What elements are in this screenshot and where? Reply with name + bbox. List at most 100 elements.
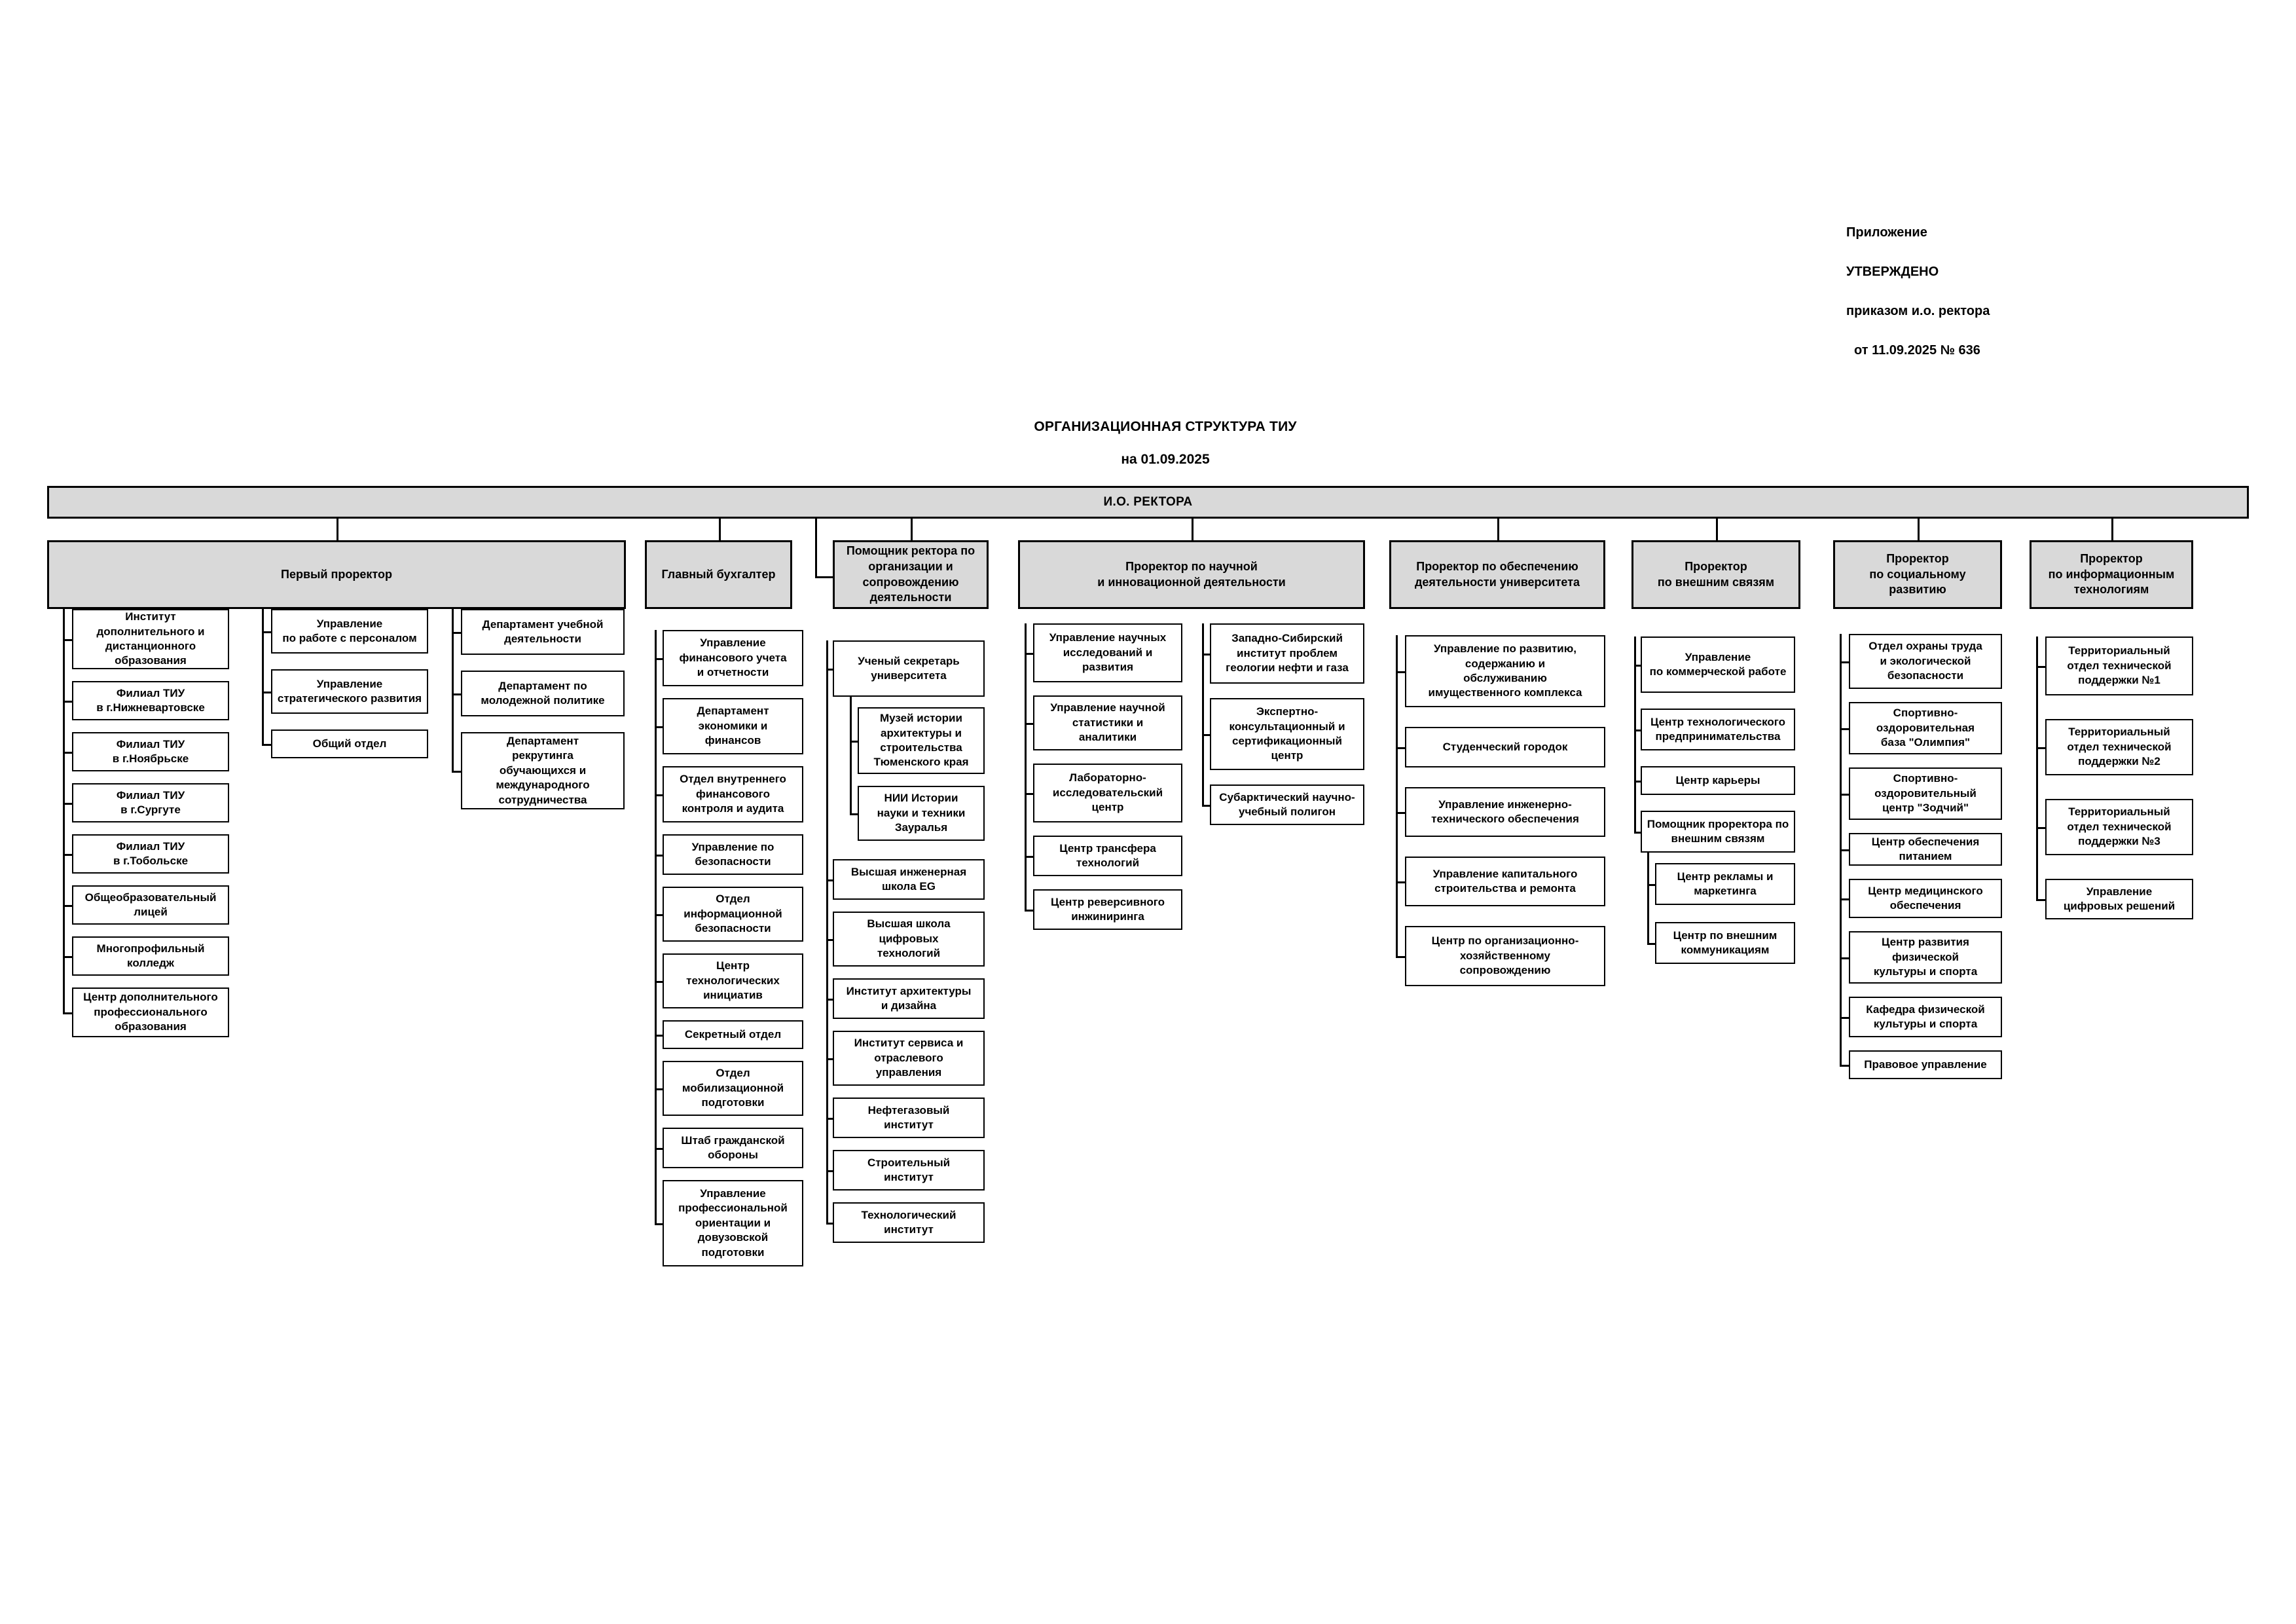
chief-accountant-elbow-2 (655, 794, 663, 796)
social-item-1[interactable]: Спортивно- оздоровительная база "Олимпия… (1849, 702, 2002, 754)
operations-item-0[interactable]: Управление по развитию, содержанию и обс… (1405, 635, 1605, 707)
chief-accountant-item-8[interactable]: Штаб гражданской обороны (663, 1128, 803, 1168)
science-group-b-item-2[interactable]: Субарктический научно- учебный полигон (1210, 784, 1364, 825)
science-group-a-item-0[interactable]: Управление научных исследований и развит… (1033, 623, 1182, 682)
social-item-7[interactable]: Правовое управление (1849, 1050, 2002, 1079)
rector-assistant-item-0[interactable]: Ученый секретарь университета (833, 640, 985, 697)
first-prorector-group-c-elbow-0 (452, 632, 461, 634)
operations-item-3[interactable]: Управление капитального строительства и … (1405, 857, 1605, 906)
science-group-a-item-4[interactable]: Центр реверсивного инжиниринга (1033, 889, 1182, 930)
social-item-0[interactable]: Отдел охраны труда и экологической безоп… (1849, 634, 2002, 689)
rector-assistant-elbow-6 (826, 1170, 833, 1172)
header-box-external-prorector[interactable]: Проректор по внешним связям (1631, 540, 1800, 609)
chief-accountant-item-4[interactable]: Отдел информационной безопасности (663, 887, 803, 942)
chief-accountant-item-5[interactable]: Центр технологических инициатив (663, 953, 803, 1008)
first-prorector-group-c-item-0[interactable]: Департамент учебной деятельности (461, 609, 625, 655)
box-label: Центр дополнительного профессионального … (83, 991, 218, 1033)
first-prorector-group-a-item-0[interactable]: Институт дополнительного и дистанционног… (72, 609, 229, 669)
connector-root-to-rector-assistant-2 (815, 519, 817, 576)
external-item-0[interactable]: Управление по коммерческой работе (1641, 637, 1795, 693)
box-label: Управление стратегического развития (277, 677, 422, 705)
external-item-3[interactable]: Помощник проректора по внешним связям (1641, 811, 1795, 853)
header-box-rector-assistant[interactable]: Помощник ректора по организации и сопров… (833, 540, 989, 609)
social-elbow-3 (1840, 849, 1849, 851)
root-box-rector[interactable]: И.О. РЕКТОРА (47, 486, 2249, 519)
connector-root-to-science-prorector (1192, 519, 1194, 540)
external-item-1[interactable]: Центр технологического предпринимательст… (1641, 709, 1795, 750)
social-item-2[interactable]: Спортивно- оздоровительный центр "Зодчий… (1849, 767, 2002, 820)
first-prorector-group-a-item-2[interactable]: Филиал ТИУ в г.Ноябрьске (72, 732, 229, 771)
operations-spine (1396, 635, 1398, 956)
operations-item-2[interactable]: Управление инженерно- технического обесп… (1405, 787, 1605, 837)
box-label: Кафедра физической культуры и спорта (1866, 1003, 1985, 1030)
social-elbow-7 (1840, 1065, 1849, 1067)
chief-accountant-item-2[interactable]: Отдел внутреннего финансового контроля и… (663, 766, 803, 822)
box-label: Высшая инженерная школа EG (850, 865, 967, 893)
rector-assistant-item-6[interactable]: Строительный институт (833, 1150, 985, 1190)
header-box-it-prorector[interactable]: Проректор по информационным технологиям (2030, 540, 2193, 609)
rector-assistant-item-7[interactable]: Технологический институт (833, 1202, 985, 1243)
secretary-child-1[interactable]: НИИ Истории науки и техники Зауралья (858, 786, 985, 841)
science-group-a-item-3[interactable]: Центр трансфера технологий (1033, 836, 1182, 876)
connector-root-to-social-prorector (1918, 519, 1920, 540)
chief-accountant-elbow-4 (655, 914, 663, 916)
science-group-a-item-2[interactable]: Лабораторно- исследовательский центр (1033, 764, 1182, 822)
operations-item-1[interactable]: Студенческий городок (1405, 727, 1605, 767)
header-box-first-prorector[interactable]: Первый проректор (47, 540, 626, 609)
external-assistant-child-1[interactable]: Центр по внешним коммуникациям (1655, 922, 1795, 964)
chief-accountant-item-0[interactable]: Управление финансового учета и отчетност… (663, 630, 803, 686)
box-label: Центр трансфера технологий (1059, 841, 1156, 869)
first-prorector-group-b-item-1[interactable]: Управление стратегического развития (271, 669, 428, 714)
first-prorector-group-a-item-3[interactable]: Филиал ТИУ в г.Сургуте (72, 783, 229, 822)
first-prorector-group-a-item-5[interactable]: Общеобразовательный лицей (72, 885, 229, 925)
rector-assistant-item-2[interactable]: Высшая школа цифровых технологий (833, 912, 985, 967)
rector-assistant-item-1[interactable]: Высшая инженерная школа EG (833, 859, 985, 900)
external-item-2[interactable]: Центр карьеры (1641, 766, 1795, 795)
box-label: Лабораторно- исследовательский центр (1052, 771, 1163, 814)
it-item-1[interactable]: Территориальный отдел технической поддер… (2045, 719, 2193, 775)
social-item-5[interactable]: Центр развития физической культуры и спо… (1849, 931, 2002, 984)
first-prorector-group-c-item-1[interactable]: Департамент по молодежной политике (461, 671, 625, 716)
social-item-4[interactable]: Центр медицинского обеспечения (1849, 879, 2002, 918)
science-group-b-item-0[interactable]: Западно-Сибирский институт проблем геоло… (1210, 623, 1364, 684)
first-prorector-group-a-elbow-4 (63, 854, 72, 856)
header-box-science-prorector[interactable]: Проректор по научной и инновационной дея… (1018, 540, 1365, 609)
first-prorector-group-b-item-0[interactable]: Управление по работе с персоналом (271, 609, 428, 654)
it-item-3[interactable]: Управление цифровых решений (2045, 879, 2193, 919)
box-label: Общеобразовательный лицей (84, 891, 217, 918)
header-box-chief-accountant[interactable]: Главный бухгалтер (645, 540, 792, 609)
first-prorector-group-c-item-2[interactable]: Департамент рекрутинга обучающихся и меж… (461, 732, 625, 809)
social-item-3[interactable]: Центр обеспечения питанием (1849, 833, 2002, 866)
approval-appendix-label: Приложение (1846, 225, 1927, 240)
first-prorector-group-a-item-1[interactable]: Филиал ТИУ в г.Нижневартовске (72, 681, 229, 720)
operations-item-4[interactable]: Центр по организационно- хозяйственному … (1405, 926, 1605, 986)
operations-elbow-4 (1396, 956, 1405, 958)
science-group-b-item-1[interactable]: Экспертно- консультационный и сертификац… (1210, 698, 1364, 770)
chief-accountant-item-9[interactable]: Управление профессиональной ориентации и… (663, 1180, 803, 1266)
header-box-social-prorector[interactable]: Проректор по социальному развитию (1833, 540, 2002, 609)
rector-assistant-item-5[interactable]: Нефтегазовый институт (833, 1098, 985, 1138)
science-group-a-item-1[interactable]: Управление научной статистики и аналитик… (1033, 695, 1182, 750)
first-prorector-group-a-item-6[interactable]: Многопрофильный колледж (72, 936, 229, 976)
chief-accountant-item-3[interactable]: Управление по безопасности (663, 834, 803, 875)
secretary-elbow-0 (850, 741, 858, 743)
first-prorector-group-b-item-2[interactable]: Общий отдел (271, 729, 428, 758)
chief-accountant-item-6[interactable]: Секретный отдел (663, 1020, 803, 1049)
it-item-0[interactable]: Территориальный отдел технической поддер… (2045, 637, 2193, 695)
chief-accountant-item-7[interactable]: Отдел мобилизационной подготовки (663, 1061, 803, 1116)
operations-elbow-3 (1396, 881, 1405, 883)
first-prorector-group-a-item-7[interactable]: Центр дополнительного профессионального … (72, 987, 229, 1037)
rector-assistant-item-4[interactable]: Институт сервиса и отраслевого управлени… (833, 1031, 985, 1086)
first-prorector-group-a-item-4[interactable]: Филиал ТИУ в г.Тобольске (72, 834, 229, 874)
box-label: Общий отдел (312, 737, 387, 750)
chief-accountant-item-1[interactable]: Департамент экономики и финансов (663, 698, 803, 754)
first-prorector-group-c-spine (452, 609, 454, 771)
rector-assistant-item-3[interactable]: Институт архитектуры и дизайна (833, 978, 985, 1019)
it-spine (2036, 637, 2038, 899)
first-prorector-group-c-elbow-1 (452, 693, 461, 695)
it-item-2[interactable]: Территориальный отдел технической поддер… (2045, 799, 2193, 855)
header-box-operations-prorector[interactable]: Проректор по обеспечению деятельности ун… (1389, 540, 1605, 609)
social-item-6[interactable]: Кафедра физической культуры и спорта (1849, 997, 2002, 1037)
secretary-child-0[interactable]: Музей истории архитектуры и строительств… (858, 707, 985, 774)
external-assistant-child-0[interactable]: Центр рекламы и маркетинга (1655, 863, 1795, 905)
